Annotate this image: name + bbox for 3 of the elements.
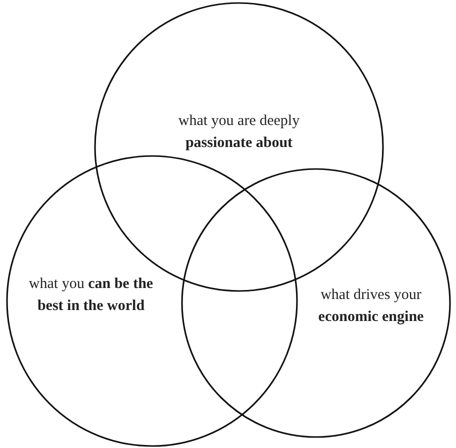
circle-label: what you can be the best in the world <box>28 275 154 316</box>
circle-label: what you are deeply passionate about <box>177 112 301 153</box>
circle-label: what drives your economic engine <box>317 286 425 327</box>
